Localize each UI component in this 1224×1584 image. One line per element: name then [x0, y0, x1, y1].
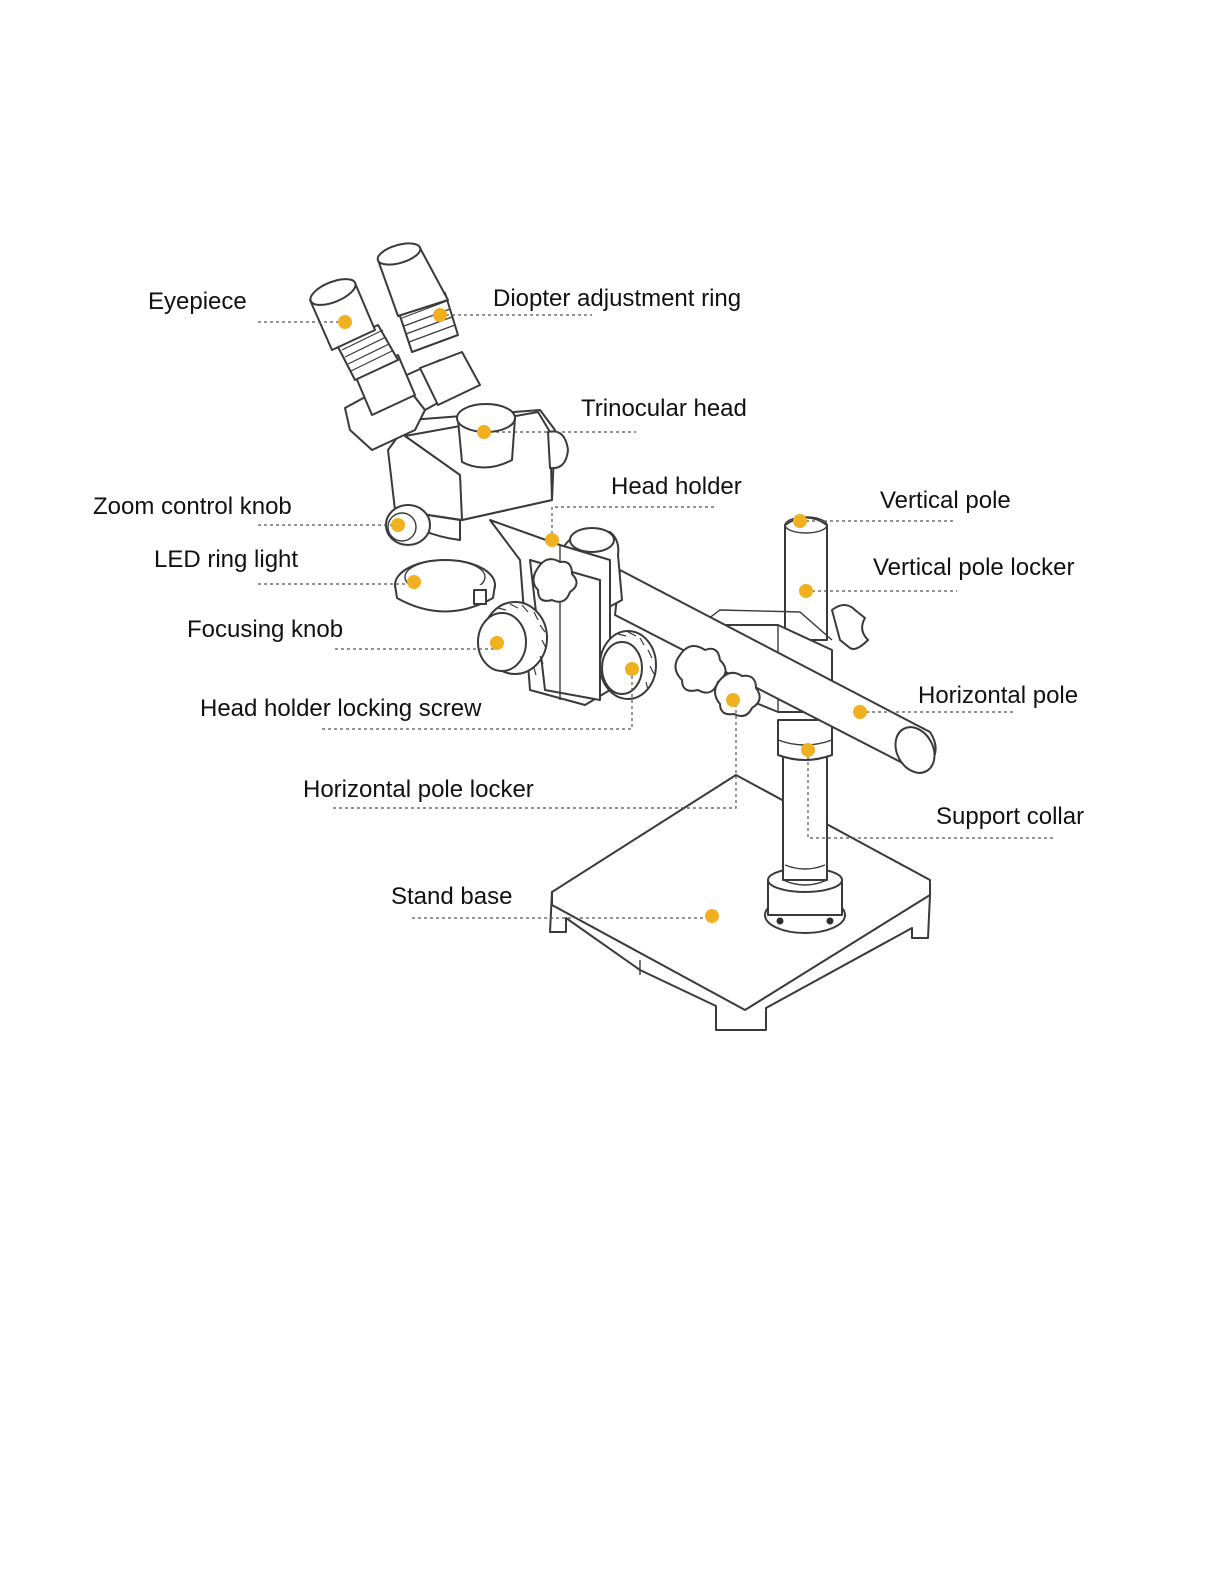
label-support-collar: Support collar: [936, 803, 1084, 830]
marker-focusing-knob: [490, 636, 504, 650]
marker-head-holder: [545, 533, 559, 547]
label-focusing-knob: Focusing knob: [187, 616, 343, 643]
label-vertical-pole-locker: Vertical pole locker: [873, 554, 1074, 581]
label-eyepiece: Eyepiece: [148, 288, 247, 315]
stand-base-drawing: [550, 775, 930, 1030]
marker-led-ring-light: [407, 575, 421, 589]
marker-stand-base: [705, 909, 719, 923]
label-diopter-adjustment-ring: Diopter adjustment ring: [493, 285, 741, 312]
label-head-holder: Head holder: [611, 473, 742, 500]
label-head-holder-locking-screw: Head holder locking screw: [200, 695, 482, 722]
marker-vertical-pole-locker: [799, 584, 813, 598]
marker-horizontal-pole-locker: [726, 693, 740, 707]
label-horizontal-pole: Horizontal pole: [918, 682, 1078, 709]
marker-horizontal-pole: [853, 705, 867, 719]
label-trinocular-head: Trinocular head: [581, 395, 747, 422]
marker-trinocular-head: [477, 425, 491, 439]
label-horizontal-pole-locker: Horizontal pole locker: [303, 776, 534, 803]
label-zoom-control-knob: Zoom control knob: [93, 493, 292, 520]
marker-support-collar: [801, 743, 815, 757]
marker-zoom-control-knob: [391, 518, 405, 532]
marker-eyepiece: [338, 315, 352, 329]
eyepiece-drawing: [307, 239, 480, 415]
marker-vertical-pole: [793, 514, 807, 528]
marker-diopter-adjustment-ring: [433, 308, 447, 322]
marker-head-holder-locking-screw: [625, 662, 639, 676]
label-led-ring-light: LED ring light: [154, 546, 298, 573]
label-vertical-pole: Vertical pole: [880, 487, 1011, 514]
label-stand-base: Stand base: [391, 883, 512, 910]
